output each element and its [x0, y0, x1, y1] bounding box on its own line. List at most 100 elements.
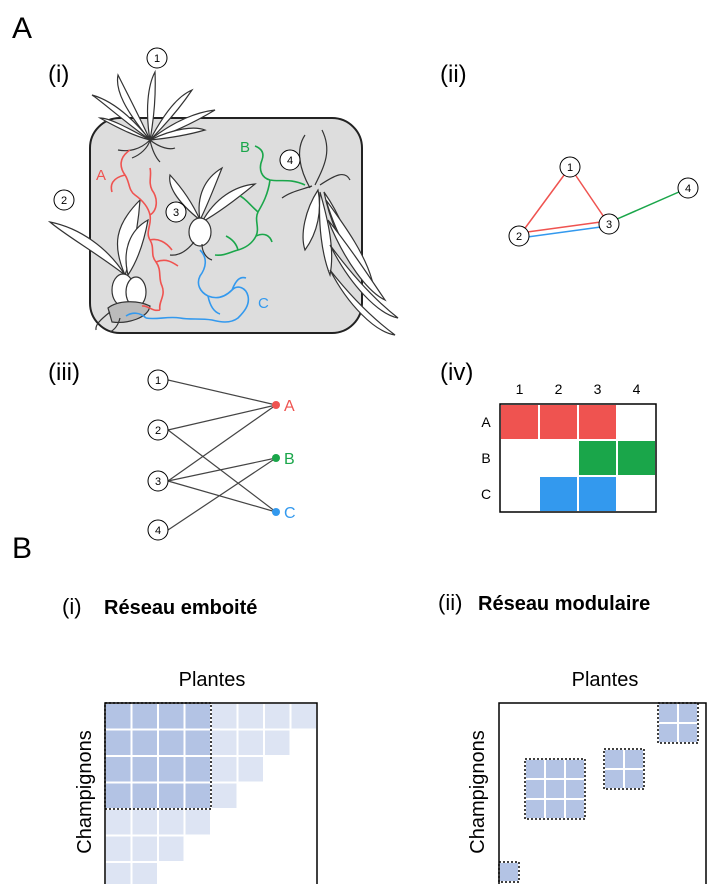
edge-3-4	[607, 187, 689, 224]
modular-cell	[564, 798, 586, 820]
bipartite-plant-number-4: 4	[155, 525, 161, 537]
nested-cell	[183, 781, 212, 810]
bipartite-fungus-label-B: B	[284, 451, 295, 468]
bipartite-edge-2-C	[167, 429, 277, 513]
bipartite-edge-4-B	[167, 457, 277, 531]
nested-cell	[210, 755, 239, 784]
bipartite-fungus-label-C: C	[284, 505, 296, 522]
nested-cell	[104, 834, 133, 863]
bipartite-plant-number-3: 3	[155, 476, 161, 488]
modular-cell	[544, 758, 566, 780]
edge-1-3	[569, 166, 609, 224]
plant-3-number: 3	[165, 201, 187, 223]
modular-cell	[677, 722, 699, 744]
matrix-col-label-4: 4	[633, 381, 641, 397]
matrix-cell-A-2	[538, 403, 579, 441]
modular-cell	[544, 778, 566, 800]
bipartite-plant-node-2	[147, 419, 169, 441]
svg-text:2: 2	[61, 195, 67, 207]
modular-cell	[603, 748, 625, 770]
nested-cell	[104, 702, 133, 731]
modular-cell	[524, 798, 546, 820]
matrix-col-label-2: 2	[555, 381, 563, 397]
modular-cell	[603, 768, 625, 790]
bipartite-fungus-label-A: A	[284, 398, 295, 415]
modular-cell	[623, 768, 645, 790]
nested-cell	[157, 808, 186, 837]
nested-cell	[210, 702, 239, 731]
modular-title: Réseau modulaire	[478, 593, 650, 615]
bipartite-edge-3-B	[167, 457, 277, 482]
modular-y-label: Champignons	[467, 730, 489, 853]
modular-block-outline-3	[524, 758, 586, 820]
nested-cell	[157, 702, 186, 731]
plants-illustration: A B C 1 2 3 4	[47, 47, 399, 336]
svg-text:3: 3	[173, 207, 179, 219]
bipartite-fungus-node-A	[272, 401, 280, 409]
matrix-cell-B-4	[616, 439, 657, 477]
svg-text:3: 3	[606, 219, 612, 231]
svg-text:4: 4	[685, 183, 691, 195]
modular-cell	[657, 702, 679, 724]
modular-frame	[498, 702, 707, 884]
nested-cell	[210, 728, 239, 757]
nested-cell	[157, 834, 186, 863]
matrix-cell-A-3	[577, 403, 618, 441]
modular-cell	[524, 758, 546, 780]
fungus-b-hyphae	[214, 145, 306, 256]
bipartite-plant-node-4	[147, 519, 169, 541]
nested-cell	[157, 755, 186, 784]
bipartite-edge-3-C	[167, 480, 277, 513]
fungus-a-hyphae	[110, 149, 179, 312]
bipartite-fungus-node-B	[272, 454, 280, 462]
plant-network: 1 2 3 4	[508, 156, 699, 247]
matrix-row-label-A: A	[481, 414, 491, 430]
matrix-cell-C-3	[577, 475, 618, 513]
bipartite-edge-1-A	[167, 379, 277, 406]
nested-title: Réseau emboité	[104, 597, 257, 619]
nested-cell	[183, 728, 212, 757]
modular-block-outline-2	[603, 748, 645, 790]
substrate-block	[89, 117, 363, 334]
nested-cell	[236, 702, 265, 731]
nested-cell	[263, 702, 292, 731]
bipartite-plant-node-1	[147, 369, 169, 391]
nested-cell	[104, 728, 133, 757]
matrix-col-label-1: 1	[516, 381, 524, 397]
svg-text:1: 1	[567, 162, 573, 174]
network-node-2: 2	[508, 225, 530, 247]
panel-a-ii-label: (ii)	[440, 61, 467, 88]
edge-2-3-red	[519, 220, 609, 234]
modular-cell	[498, 861, 520, 883]
network-node-3: 3	[598, 213, 620, 235]
svg-text:2: 2	[516, 231, 522, 243]
network-node-1: 1	[559, 156, 581, 178]
nested-cell	[157, 728, 186, 757]
matrix-col-label-3: 3	[594, 381, 602, 397]
modular-cell	[564, 778, 586, 800]
edge-1-2	[519, 166, 571, 236]
fungus-b-label: B	[240, 139, 250, 156]
bipartite-plant-number-2: 2	[155, 425, 161, 437]
modular-matrix	[498, 702, 707, 884]
panel-b-label: B	[12, 532, 32, 565]
panel-a-iii-label: (iii)	[48, 359, 80, 386]
nested-cell	[130, 861, 159, 884]
bipartite-plant-node-3	[147, 470, 169, 492]
panel-a-i-label: (i)	[48, 61, 69, 88]
nested-frame	[104, 702, 318, 884]
plant-4-drawing	[281, 129, 399, 336]
svg-text:1: 1	[154, 53, 160, 65]
matrix-cell-B-3	[577, 439, 618, 477]
panel-b-ii-label: (ii)	[438, 590, 462, 615]
bipartite-plant-number-1: 1	[155, 375, 161, 387]
nested-y-label: Champignons	[74, 730, 96, 853]
matrix-frame	[499, 403, 657, 513]
nested-cell	[130, 702, 159, 731]
modular-cell	[677, 702, 699, 724]
nested-cell	[157, 781, 186, 810]
panel-a-iv-label: (iv)	[440, 359, 473, 386]
matrix-cell-A-1	[499, 403, 540, 441]
